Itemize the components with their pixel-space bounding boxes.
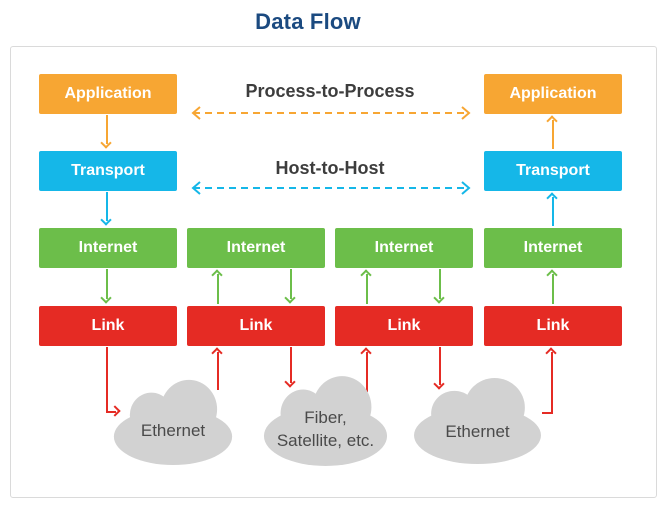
cloud-ethernet-left: Ethernet xyxy=(112,376,234,466)
layer-box-transport-left: Transport xyxy=(39,151,177,191)
arrow-internet-to-link-left xyxy=(106,269,108,299)
arrow-link-to-ethernet-left-horizontal xyxy=(107,411,116,413)
cloud-icon xyxy=(263,376,388,466)
cloud-ethernet-right: Ethernet xyxy=(412,374,543,465)
cloud-fiber-satellite: Fiber, Satellite, etc. xyxy=(262,372,389,467)
arrow-link-to-ethernet-router2-down xyxy=(439,347,441,385)
cloud-label: Ethernet xyxy=(445,422,510,441)
arrow-link-to-internet-router1-up xyxy=(217,274,219,304)
layer-box-link-router2: Link xyxy=(335,306,473,346)
layer-box-link-router1: Link xyxy=(187,306,325,346)
arrow-ethernet-to-link-right-vertical xyxy=(551,352,553,413)
host-to-host-arrow xyxy=(191,181,471,195)
layer-box-link-right: Link xyxy=(484,306,622,346)
process-to-process-arrow xyxy=(191,106,471,120)
layer-box-internet-router2: Internet xyxy=(335,228,473,268)
layer-box-internet-left: Internet xyxy=(39,228,177,268)
arrow-transport-to-internet-left xyxy=(106,192,108,221)
cloud-label: Fiber, Satellite, etc. xyxy=(262,372,389,467)
layer-box-link-left: Link xyxy=(39,306,177,346)
arrow-ethernet-to-link-router1-up xyxy=(217,352,219,390)
arrow-link-to-ethernet-left-vertical xyxy=(106,347,108,413)
page-title: Data Flow xyxy=(255,9,361,34)
arrow-internet-to-link-router1-down xyxy=(290,269,292,299)
cloud-label-line2: Satellite, etc. xyxy=(276,431,375,450)
host-to-host-label: Host-to-Host xyxy=(275,158,385,178)
arrow-transport-to-application-right xyxy=(552,120,554,149)
arrow-application-to-transport-left xyxy=(106,115,108,144)
arrow-link-to-internet-router2-up xyxy=(366,274,368,304)
cloud-icon xyxy=(113,379,233,466)
layer-box-application-right: Application xyxy=(484,74,622,114)
cloud-icon xyxy=(414,377,541,465)
arrow-ethernet-to-link-right-horizontal xyxy=(542,412,553,414)
arrow-internet-to-transport-right xyxy=(552,197,554,226)
layer-box-internet-router1: Internet xyxy=(187,228,325,268)
layer-box-internet-right: Internet xyxy=(484,228,622,268)
arrow-internet-to-link-router2-down xyxy=(439,269,441,299)
arrow-link-to-internet-right xyxy=(552,274,554,304)
arrow-fiber-to-link-router2-up xyxy=(366,352,368,392)
layer-box-application-left: Application xyxy=(39,74,177,114)
layer-box-transport-right: Transport xyxy=(484,151,622,191)
cloud-label-line1: Fiber, xyxy=(304,408,347,427)
cloud-label: Ethernet xyxy=(140,420,206,440)
process-to-process-label: Process-to-Process xyxy=(245,81,415,101)
arrow-link-to-fiber-router1-down xyxy=(290,347,292,383)
